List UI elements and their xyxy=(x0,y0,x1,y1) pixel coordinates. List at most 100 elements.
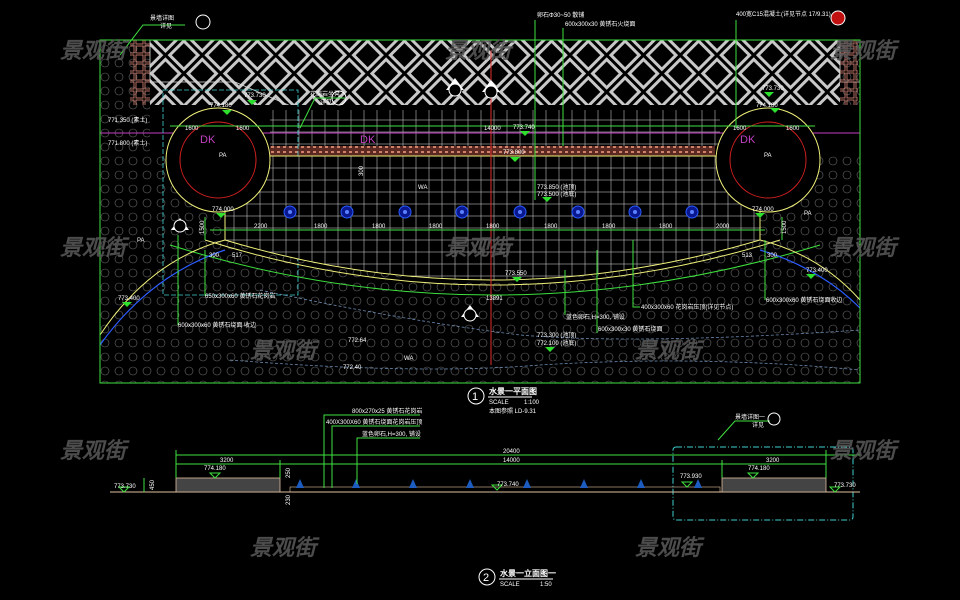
reference-note: 本图参照 LD-9.31 xyxy=(489,407,537,415)
fountain-jets-elevation xyxy=(296,479,702,488)
section-marker-icon xyxy=(446,78,464,97)
elevation-label: 773.500 (池底) xyxy=(537,190,576,198)
dimension-label: 1800 xyxy=(372,224,386,230)
bench-left xyxy=(175,477,281,493)
note-label: 800x270x25 黄锈石花岗岩 xyxy=(352,407,422,415)
scale-label: SCALE xyxy=(500,582,520,588)
dimension-label: 14000 xyxy=(503,458,520,464)
watermarks: 景观街 景观街 景观街 景观街 景观街 景观街 景观街 景观街 景观街 景观街 … xyxy=(60,38,900,560)
dimension-label: 517 xyxy=(232,253,243,259)
note-label: 600x300x30 黄锈石烧面 xyxy=(598,325,662,333)
contour-line xyxy=(229,359,861,371)
elevation-label: 774.180 xyxy=(756,103,778,109)
fountain-jet-icon xyxy=(685,205,699,219)
watermark: 景观街 xyxy=(60,438,130,463)
detail-callout-icon xyxy=(767,412,781,426)
elevation-label: 773.740 xyxy=(513,125,535,131)
note-label: 花岗岩坐凳 xyxy=(310,90,340,98)
elevation-label: 773.730 xyxy=(762,86,784,92)
elevation-label: 772.100 (池底) xyxy=(537,339,576,347)
note-label: 400X300X60 黄锈石烧面花岗岩压顶 xyxy=(326,418,422,426)
detail-boundary xyxy=(672,446,854,521)
elevation-label: 771.800 (素土) xyxy=(108,139,147,147)
note-label: 400x300x60 花岗岩压顶(详见节点) xyxy=(641,303,733,311)
elevation-label: 774.180 xyxy=(748,466,770,472)
fountain-jet-icon xyxy=(571,205,585,219)
area-label: DK xyxy=(200,134,216,146)
dimension-label: 14000 xyxy=(484,126,501,132)
watermark: 景观街 xyxy=(830,438,900,463)
watermark: 景观街 xyxy=(60,38,130,63)
fountain-jet-icon xyxy=(398,205,412,219)
note-label: 详见 xyxy=(752,421,764,429)
elevation-label: 773.730 xyxy=(244,93,266,99)
elevation-label: 773.550 xyxy=(505,271,527,277)
planter-circle-left xyxy=(165,107,271,213)
area-label: PA xyxy=(137,238,145,244)
area-label: PA xyxy=(219,153,227,159)
area-label: DK xyxy=(740,134,756,146)
dimension-label: 1600 xyxy=(236,126,250,132)
note-label: 详见 xyxy=(320,98,332,106)
detail-boundary xyxy=(162,89,299,296)
dimension-label: 300 xyxy=(767,253,778,259)
elevation-label: 773.730 xyxy=(114,484,136,490)
dimension-label: 513 xyxy=(742,253,753,259)
note-label: 600x300x30 黄锈石火烧面 xyxy=(565,20,635,28)
elevation-title-block: 2 水景一立面图一 SCALE 1:50 xyxy=(478,568,556,588)
area-label: WA xyxy=(404,356,413,362)
contour-line xyxy=(259,289,861,340)
watermark: 景观街 xyxy=(250,535,320,560)
dimension-label: 300 xyxy=(209,253,220,259)
grid-paving-strip xyxy=(270,110,720,146)
watermark: 景观街 xyxy=(445,235,515,260)
watermark: 景观街 xyxy=(445,38,515,63)
title-number: 2 xyxy=(483,572,489,584)
elevation-label: 774.000 xyxy=(752,207,774,213)
dimension-label: 1600 xyxy=(185,126,199,132)
elevation-label: 773.930 xyxy=(680,474,702,480)
elevation-label: 774.000 xyxy=(212,207,234,213)
dimension-label: 3200 xyxy=(220,458,234,464)
dimension-label: 1600 xyxy=(786,126,800,132)
elevation-label: 773.730 xyxy=(834,483,856,489)
elevation-label: 773.400 xyxy=(806,268,828,274)
elevation-view xyxy=(110,412,860,521)
level-marker-icons xyxy=(122,92,816,352)
fountain-jet-icon xyxy=(283,205,297,219)
dimension-label: 20400 xyxy=(503,449,520,455)
plan-labels: 景墙详图 详见 卵石Φ30~50 散铺 600x300x30 黄锈石火烧面 40… xyxy=(108,10,842,371)
dimension-label: 300 xyxy=(359,165,365,176)
note-label: 详见 xyxy=(160,22,172,30)
dimension-label: 1800 xyxy=(486,224,500,230)
brick-column-right xyxy=(840,40,858,105)
elevation-label: 773.400 xyxy=(118,296,140,302)
dimension-label: 250 xyxy=(286,467,292,478)
detail-callout-icon xyxy=(195,10,846,106)
note-label: 400宽C15混凝土(详见节点 17/9.31) xyxy=(736,10,831,18)
contour-label: 772.64 xyxy=(348,338,367,344)
watermark: 景观街 xyxy=(635,338,705,363)
elevation-label: 774.180 xyxy=(204,466,226,472)
plan-frame xyxy=(99,39,861,384)
note-label: 600x300x60 黄锈石烧面 收边 xyxy=(178,321,256,329)
plan-title-block: 1 水景一平面图 SCALE 1:100 本图参照 LD-9.31 xyxy=(467,386,540,415)
watermark: 景观街 xyxy=(60,235,130,260)
elevation-label: 774.180 xyxy=(210,103,232,109)
fountain-jet-icon xyxy=(455,205,469,219)
brick-column-left xyxy=(130,40,150,105)
dimension-label: 1800 xyxy=(602,224,616,230)
plan-title: 水景一平面图 xyxy=(488,386,537,396)
note-label: 景墙详图 xyxy=(150,14,174,22)
scale-value: 1:50 xyxy=(540,582,552,588)
fountain-jet-icon xyxy=(513,205,527,219)
dimension-label: 1500 xyxy=(782,220,788,234)
area-label: PA xyxy=(764,153,772,159)
scale-label: SCALE xyxy=(489,400,509,406)
note-label: 蓝色卵石,H=300, 铺设 xyxy=(566,313,625,321)
section-marker-icon xyxy=(171,218,189,233)
area-label: WA xyxy=(418,185,427,191)
note-label: 650x300x60 黄锈石花岗岩 xyxy=(205,292,275,300)
dimension-label: 2200 xyxy=(254,224,268,230)
